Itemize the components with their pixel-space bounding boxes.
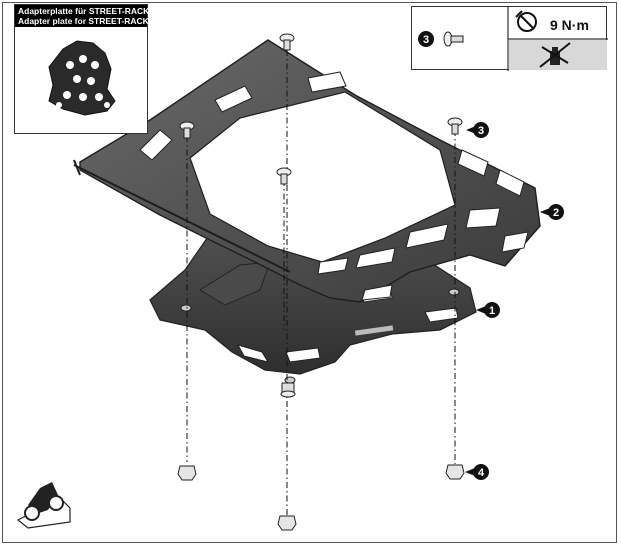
screw — [279, 33, 295, 51]
screw — [447, 117, 463, 135]
callout-1-label: 1 — [489, 305, 495, 317]
callout-4-label: 4 — [478, 467, 485, 479]
nut — [277, 515, 297, 531]
adapter-plate-drawing — [48, 40, 116, 116]
adapter-frame — [73, 39, 541, 303]
nut — [177, 465, 197, 481]
center-fitting — [280, 382, 296, 398]
callout-4: 4 — [465, 464, 489, 480]
diagram-frame — [2, 2, 617, 543]
torque-value: 9 N·m — [550, 17, 589, 33]
callout-3: 3 — [466, 122, 489, 138]
no-lubricant-icon — [539, 42, 571, 68]
inset-title-en: Adapter plate for STREET-RACK — [18, 16, 149, 26]
torque-screw-callout — [418, 31, 434, 47]
screw — [276, 167, 292, 185]
callout-3-label: 3 — [478, 125, 484, 137]
assembly-lines — [186, 50, 456, 516]
inset-title: Adapterplatte für STREET-RACK Adapter pl… — [15, 5, 150, 27]
motorcycle-icon — [16, 482, 71, 529]
nut — [445, 464, 465, 480]
torque-box-drawing: 3 — [418, 7, 608, 71]
adapter-plate-inset: Adapterplatte für STREET-RACK Adapter pl… — [14, 4, 150, 134]
screw — [179, 121, 195, 139]
callout-2-label: 2 — [553, 207, 559, 219]
torque-wrench-icon — [515, 10, 537, 32]
callout-1: 1 — [476, 302, 500, 318]
screw-icon — [443, 31, 464, 47]
torque-spec-box: 3 9 N·m — [411, 6, 608, 71]
inset-title-de: Adapterplatte für STREET-RACK — [18, 6, 150, 16]
callout-2: 2 — [540, 204, 564, 220]
torque-screw-ref: 3 — [423, 34, 429, 46]
